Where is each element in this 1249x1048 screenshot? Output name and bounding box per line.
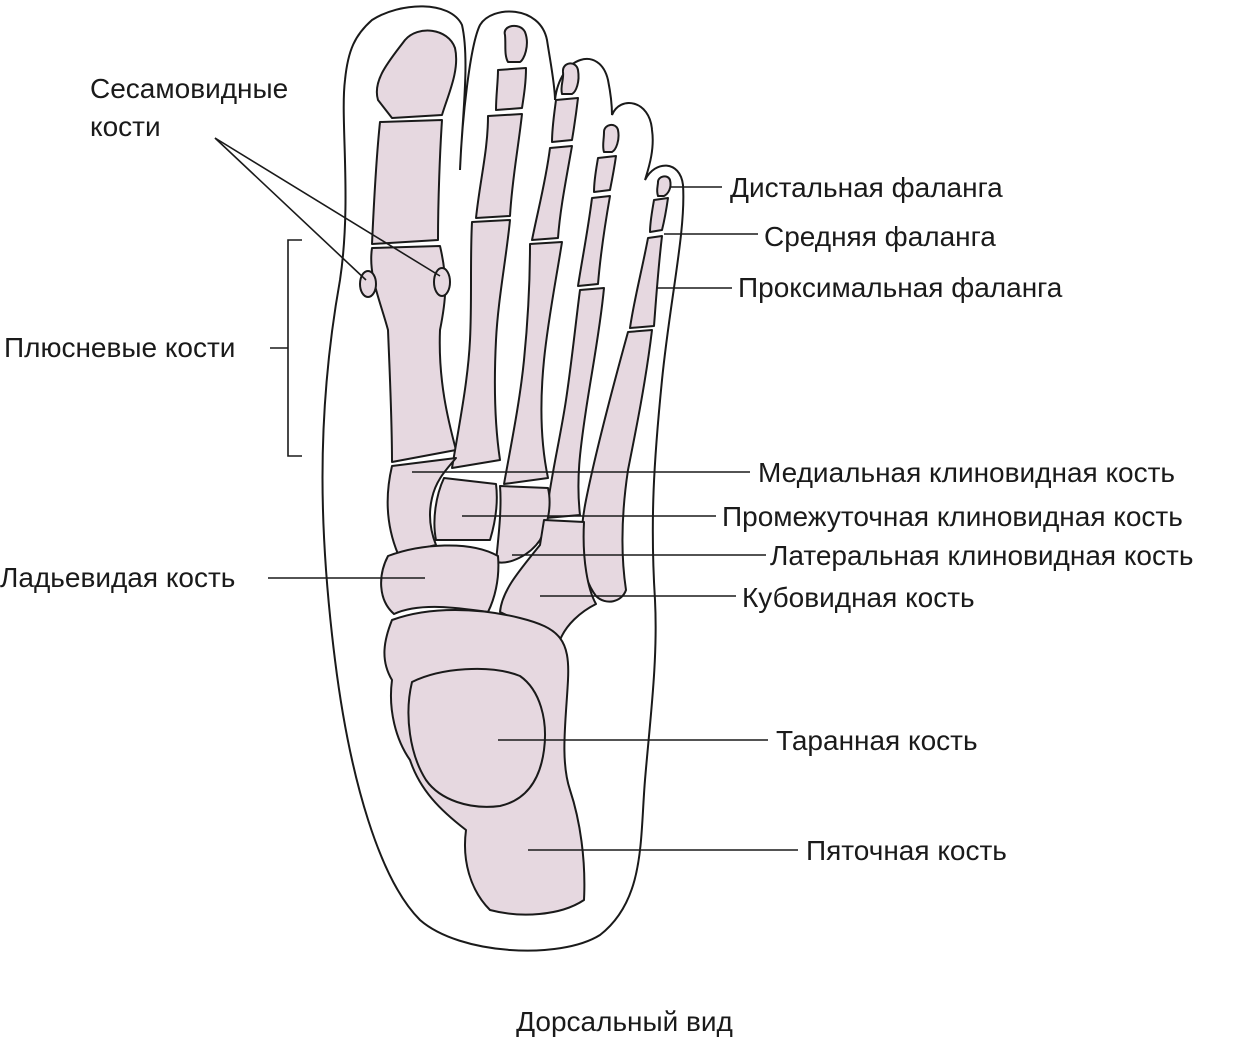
leader-sesamoid-2 xyxy=(214,137,441,277)
label-calcaneus: Пяточная кость xyxy=(806,835,1007,866)
talus xyxy=(407,667,546,808)
toe4-middle-phalanx xyxy=(593,155,617,193)
bones xyxy=(359,24,672,916)
cuboid xyxy=(499,519,597,641)
label-cuboid: Кубовидная кость xyxy=(742,582,975,613)
label-middle-phalanx: Средняя фаланга xyxy=(764,221,996,252)
metatarsal-4 xyxy=(545,287,605,519)
label-intermediate-cuneiform: Промежуточная клиновидная кость xyxy=(722,501,1183,532)
label-sesamoid-bones: Сесамовидные кости xyxy=(90,70,288,146)
metatarsal-5 xyxy=(580,329,653,603)
toe3-distal-phalanx xyxy=(560,62,580,95)
medial-cuneiform xyxy=(386,457,457,555)
label-distal-phalanx: Дистальная фаланга xyxy=(730,172,1003,203)
toe2-proximal-phalanx xyxy=(475,113,523,219)
intermediate-cuneiform xyxy=(433,477,498,541)
label-lateral-cuneiform: Латеральная клиновидная кость xyxy=(770,540,1194,571)
toe4-distal-phalanx xyxy=(602,124,620,153)
lateral-cuneiform xyxy=(495,485,551,564)
label-metatarsals: Плюсневые кости xyxy=(4,332,236,363)
hallux-distal-phalanx xyxy=(375,29,458,119)
label-talus: Таранная кость xyxy=(776,725,978,756)
metatarsal-2 xyxy=(451,219,511,469)
toe4-proximal-phalanx xyxy=(577,195,611,287)
label-sesamoid-line2: кости xyxy=(90,111,161,142)
leader-lines xyxy=(214,137,798,851)
label-sesamoid-line1: Сесамовидные xyxy=(90,73,289,104)
sesamoid-medial xyxy=(359,270,377,298)
sesamoid-lateral xyxy=(433,267,451,297)
toe3-middle-phalanx xyxy=(551,97,579,143)
toe3-proximal-phalanx xyxy=(531,145,573,241)
caption-dorsal-view: Дорсальный вид xyxy=(516,1006,733,1037)
metatarsal-bracket xyxy=(287,239,302,457)
toe5-middle-phalanx xyxy=(649,197,669,233)
label-proximal-phalanx: Проксимальная фаланга xyxy=(738,272,1063,303)
navicular xyxy=(380,544,500,615)
toe5-proximal-phalanx xyxy=(629,235,663,329)
hallux-proximal-phalanx xyxy=(371,119,443,245)
toe2-distal-phalanx xyxy=(503,24,528,63)
label-navicular: Ладьевидая кость xyxy=(0,562,236,593)
leader-sesamoid-1 xyxy=(214,137,367,281)
label-medial-cuneiform: Медиальная клиновидная кость xyxy=(758,457,1176,488)
toe5-distal-phalanx xyxy=(656,175,672,197)
toe2-middle-phalanx xyxy=(495,67,527,111)
metatarsal-3 xyxy=(503,241,563,485)
